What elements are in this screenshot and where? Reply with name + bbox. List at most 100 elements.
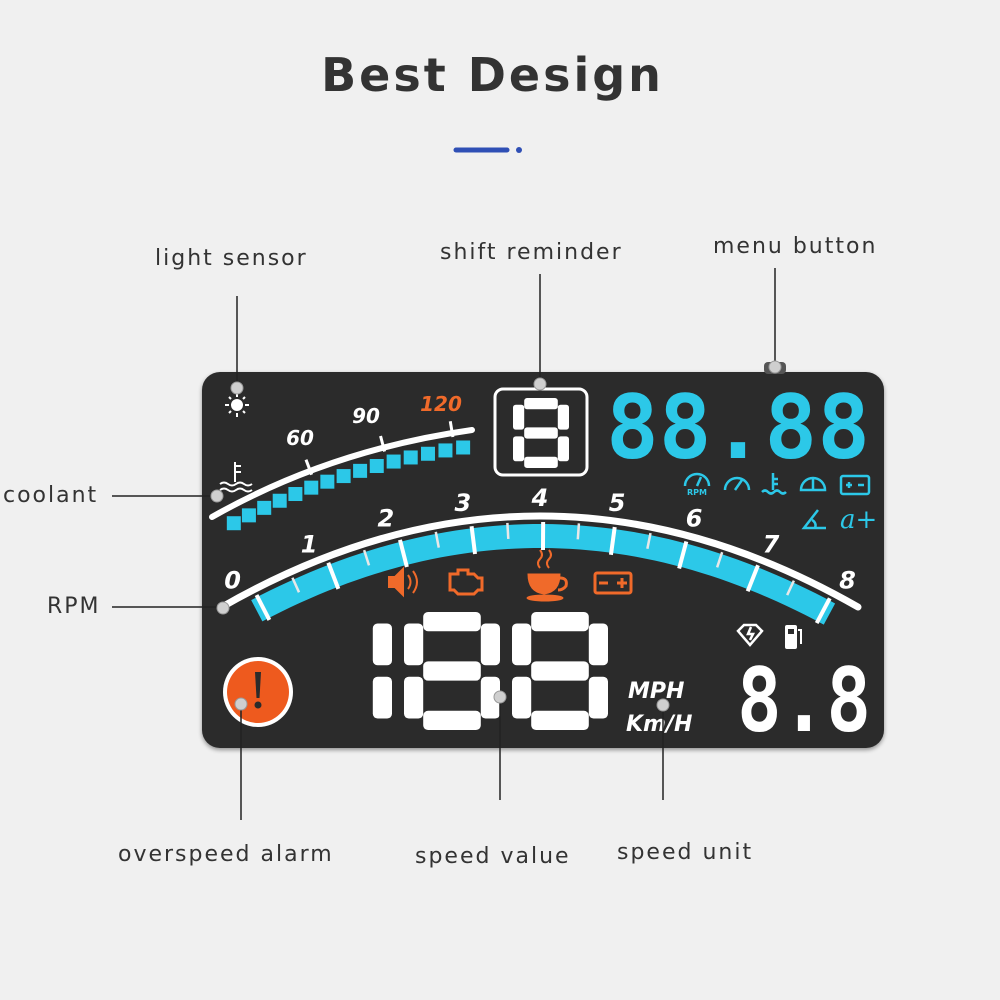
rpm-icon: RPM [683,472,711,497]
digit-segment [372,623,392,666]
coolant-bar-segment [403,450,418,465]
digit-segment [588,676,608,719]
digit-segment [513,436,525,462]
digit-segment [531,710,589,730]
gear-digit [513,398,569,468]
rpm-tick [362,549,371,566]
coolant-tick [379,435,387,452]
coolant-bar-segment [420,446,435,461]
rpm-tick [715,551,724,568]
digit-segment [531,612,589,632]
coolant-gauge [209,420,475,531]
coolant-bar-segment [438,443,453,458]
digit-segment [423,710,481,730]
rpm-tick-label: 6 [686,505,703,533]
rpm-tick [745,564,760,592]
rpm-arc [218,512,862,611]
temperature-icon [761,473,787,495]
rpm-tick-label: 7 [763,531,780,559]
coolant-tick-label: 120 [420,392,462,416]
rpm-tick [434,531,440,548]
fuel-icon [785,625,802,649]
coolant-bar-segment [288,487,303,502]
battery-icon [839,474,871,496]
digit-segment [524,398,558,410]
coolant-bar-segment [369,459,384,474]
rpm-tick [786,580,796,596]
rpm-tick-label: 8 [839,567,856,595]
top-readout-value: 88.88 [606,376,870,479]
rpm-tick [608,526,617,556]
acceleration-icon: a+ [840,505,877,535]
coolant-arc [209,427,475,520]
label-overspeed-alarm: overspeed alarm [118,842,334,867]
battery-warning-icon [593,571,633,595]
coolant-bar-segment [257,500,272,515]
rpm-tick [646,532,652,550]
coolant-bar-segment [456,440,471,455]
coolant-tick [304,459,314,476]
digit-segment [423,612,481,632]
rpm-tick [506,522,510,540]
coolant-bar-segment [386,454,401,469]
digit-segment [372,676,392,719]
rpm-tick-label: 0 [224,567,241,595]
label-light-sensor: light sensor [155,246,308,271]
digit-segment [480,623,500,666]
coolant-bar-segment [336,469,351,484]
digit-segment [557,436,569,462]
speed-digits [372,612,608,730]
rpm-tick-label: 2 [378,505,395,533]
rpm-tick [814,597,832,625]
coolant-bar-segment [272,493,287,508]
angle-icon [801,509,826,530]
title-divider-dot [516,147,522,153]
fault-icon [736,623,764,647]
rpm-tick-label: 3 [455,489,472,517]
coolant-bar-segment [241,508,256,523]
digit-segment [423,661,481,681]
label-speed-unit: speed unit [617,840,754,865]
digit-segment [480,676,500,719]
callout-dots [210,360,782,712]
engine-icon [448,568,484,596]
unit-mph: MPH [628,679,684,704]
rpm-tick [291,577,301,593]
digit-segment [557,404,569,430]
coolant-tick-label: 60 [286,426,314,450]
digit-segment [524,427,558,439]
label-rpm: RPM [47,594,101,619]
digit-segment [404,623,424,666]
rpm-tick [326,562,341,590]
rpm-tick-label: 1 [301,531,318,559]
digit-segment [531,661,589,681]
speaker-icon [388,566,418,598]
callout-lines [112,268,776,820]
speedometer-icon [723,476,751,491]
digit-segment [524,456,558,468]
digit-segment [404,676,424,719]
coolant-bar-segment [226,516,241,531]
label-coolant: coolant [3,483,99,508]
digit-segment [588,623,608,666]
rpm-tick [469,526,478,555]
coolant-bar-segment [353,463,368,478]
unit-kmh: Km/H [626,712,692,737]
coolant-tick-label: 90 [352,404,380,428]
bottom-readout-value: 8.8 [737,649,871,752]
digit-segment [512,623,532,666]
light-sensor-icon [225,393,249,417]
rpm-tick-label: 4 [531,484,549,512]
rpm-tick [398,539,409,568]
gauge-icon [799,476,827,492]
rpm-tick [677,540,689,570]
coolant-tick [448,420,455,438]
rpm-tick [576,523,581,540]
label-speed-value: speed value [415,844,571,869]
page-title: Best Design [321,48,664,102]
coolant-temperature-icon [219,462,253,493]
coolant-bar-segment [320,474,335,489]
label-menu-button: menu button [713,234,878,259]
rpm-tick-label: 5 [609,489,626,517]
rpm-gauge: 0 1 2 3 4 5 6 7 8 [218,484,862,625]
